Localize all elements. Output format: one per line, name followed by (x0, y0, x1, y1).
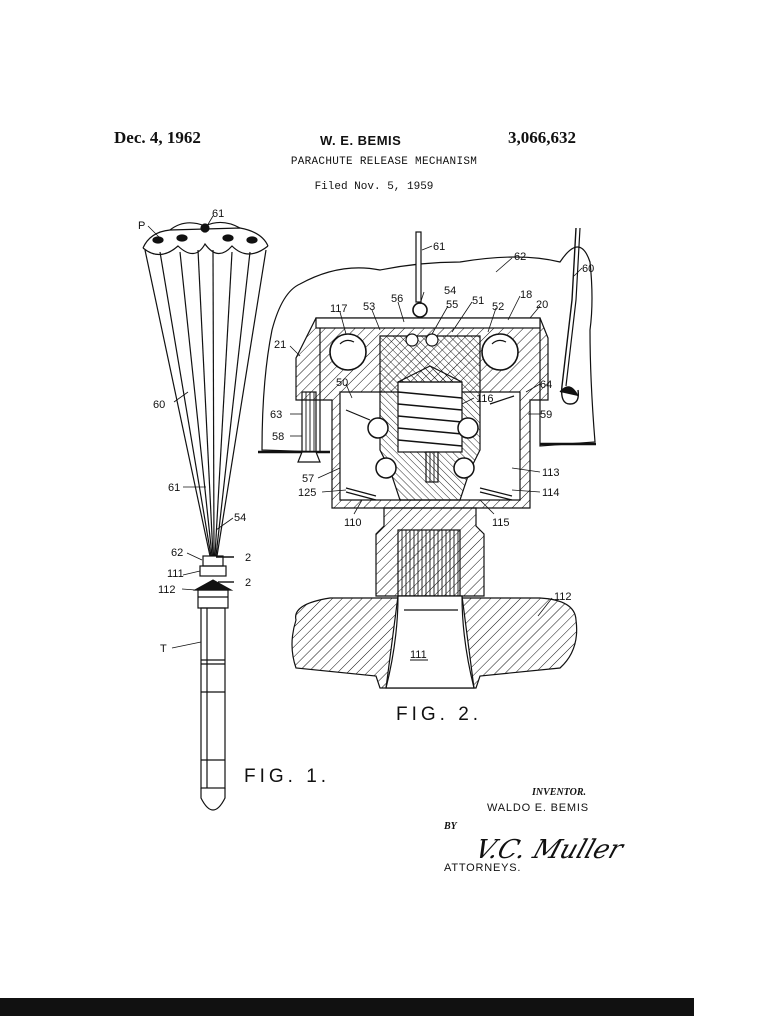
inventor-label: INVENTOR. (532, 787, 586, 798)
callout-label: 60 (582, 263, 594, 275)
figure-2-drawing (258, 227, 596, 689)
callout-label: 2 (245, 552, 251, 564)
figure-1-drawing (142, 215, 269, 811)
callout-label: 112 (554, 591, 572, 603)
callout-label: 63 (270, 409, 282, 421)
patent-date: Dec. 4, 1962 (114, 128, 201, 147)
callout-label: 125 (298, 487, 316, 499)
callout-label: 61 (212, 208, 224, 220)
figure-2-callouts: 61 62 60 117 53 56 54 55 51 52 18 20 21 … (270, 241, 594, 661)
attorney-signature: V.C. Muller (471, 835, 627, 865)
callout-label: 113 (542, 467, 560, 479)
callout-label: 2 (245, 577, 251, 589)
callout-label: 18 (520, 289, 532, 301)
callout-label: 51 (472, 295, 484, 307)
callout-label: 54 (444, 285, 456, 297)
by-label: BY (444, 821, 457, 832)
figure-2-label: FIG. 2. (396, 704, 483, 725)
scan-border-bar (0, 998, 694, 1016)
callout-label: 62 (514, 251, 526, 263)
callout-label: 116 (476, 393, 494, 405)
callout-label: 111 (410, 649, 427, 661)
callout-label: 114 (542, 487, 560, 499)
inventor-name: WALDO E. BEMIS (487, 802, 589, 814)
callout-label: 111 (167, 568, 184, 580)
callout-label: 50 (336, 377, 348, 389)
callout-label: 62 (171, 547, 183, 559)
callout-label: P (138, 220, 145, 232)
callout-label: 117 (330, 303, 348, 315)
callout-label: 60 (153, 399, 165, 411)
attorneys-label: ATTORNEYS. (444, 862, 522, 874)
callout-label: 54 (234, 512, 246, 524)
callout-label: 55 (446, 299, 458, 311)
figure-1-label: FIG. 1. (244, 766, 331, 787)
callout-label: 56 (391, 293, 403, 305)
callout-label: 20 (536, 299, 548, 311)
callout-label: 61 (168, 482, 180, 494)
callout-label: 64 (540, 379, 552, 391)
filing-date: Filed Nov. 5, 1959 (314, 181, 434, 193)
callout-label: T (160, 643, 167, 655)
figure-1-callouts: P 61 60 61 54 62 2 111 112 2 T (138, 208, 251, 655)
callout-label: 112 (158, 584, 176, 596)
callout-label: 115 (492, 517, 510, 529)
callout-label: 58 (272, 431, 284, 443)
callout-label: 53 (363, 301, 375, 313)
patent-number: 3,066,632 (508, 128, 576, 147)
callout-label: 57 (302, 473, 314, 485)
callout-label: 61 (433, 241, 445, 253)
patent-title: PARACHUTE RELEASE MECHANISM (290, 156, 478, 168)
callout-label: 52 (492, 301, 504, 313)
callout-label: 110 (344, 517, 362, 529)
callout-label: 59 (540, 409, 552, 421)
callout-label: 21 (274, 339, 286, 351)
inventor-header: W. E. BEMIS (320, 133, 402, 148)
